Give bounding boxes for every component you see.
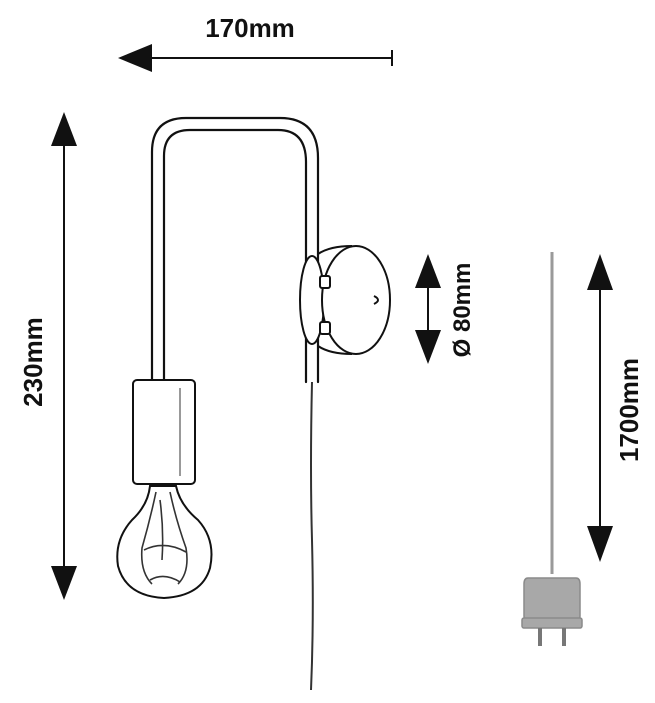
height-label: 230mm [18, 317, 48, 407]
socket-body [132, 379, 196, 485]
mount-screw-bottom [319, 321, 331, 335]
cable-length-arrowhead-top [587, 254, 613, 290]
height-dimension: 230mm [18, 112, 77, 600]
bulb-glass [116, 485, 213, 600]
mount-disc [321, 245, 391, 355]
lamp-arm [150, 116, 320, 384]
diameter-arrowhead-top [415, 254, 441, 288]
width-arrowhead-left [118, 44, 152, 72]
mount-screw-top [319, 275, 331, 289]
plug-body [523, 577, 581, 623]
diameter-arrowhead-bottom [415, 330, 441, 364]
width-dimension: 170mm [118, 13, 393, 72]
power-cable [310, 252, 554, 691]
light-bulb [116, 485, 213, 600]
cable-length-label: 1700mm [614, 358, 644, 462]
mount-side [317, 245, 353, 355]
plug-collar [521, 617, 583, 629]
arm-outer-line [150, 116, 320, 384]
cable-to-floor [310, 381, 314, 691]
cable-length-dimension: 1700mm [587, 254, 644, 562]
width-label: 170mm [205, 13, 295, 43]
lamp-socket [132, 379, 196, 485]
diameter-label: Ø 80mm [449, 263, 476, 358]
bulb-filament [140, 491, 188, 585]
diameter-dimension: Ø 80mm [415, 254, 476, 364]
mount-cable-notch [373, 295, 379, 305]
height-arrowhead-bottom [51, 566, 77, 600]
cable-length-arrowhead-bottom [587, 526, 613, 562]
arm-inner-line [162, 128, 308, 384]
height-arrowhead-top [51, 112, 77, 146]
power-plug [521, 577, 583, 646]
wall-mount [299, 245, 391, 355]
